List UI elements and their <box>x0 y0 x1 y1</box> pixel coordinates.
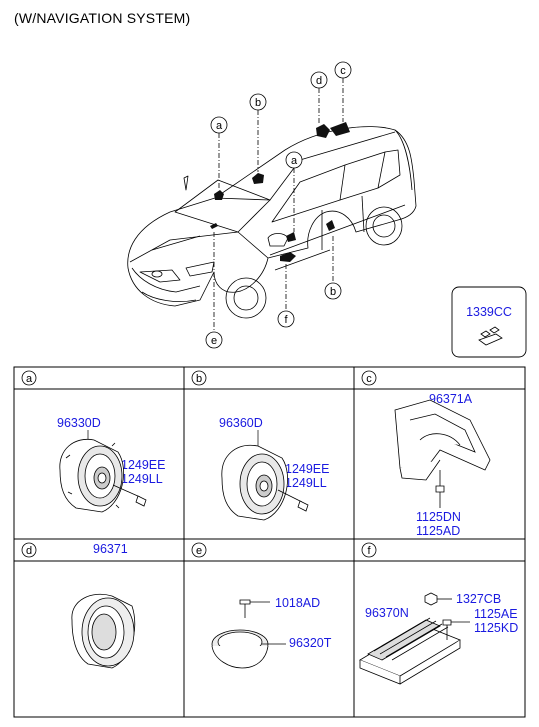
part-96360D: 96360D <box>219 416 263 430</box>
clip-part-number: 1339CC <box>466 305 512 319</box>
cell-a-letter: a <box>26 373 33 385</box>
callout-b2 <box>324 282 342 300</box>
part-1125AE: 1125AE <box>474 607 518 621</box>
cell-c-letter: c <box>366 373 372 385</box>
car-illustration <box>127 126 417 319</box>
callout-d-label: d <box>316 75 322 87</box>
marker-e <box>210 223 218 229</box>
callout-a1 <box>210 116 228 134</box>
part-1125DN: 1125DN <box>416 510 461 524</box>
cell-d-letter: d <box>26 545 32 557</box>
part-1125KD: 1125KD <box>474 621 518 635</box>
callout-a2 <box>285 151 303 169</box>
speaker-ring-icon-d <box>71 593 136 669</box>
cell-e-letter: e <box>196 545 202 557</box>
part-1249EE-b: 1249EE <box>285 462 329 476</box>
part-1018AD: 1018AD <box>275 596 320 610</box>
part-96320T: 96320T <box>289 636 332 650</box>
part-1327CB: 1327CB <box>456 592 501 606</box>
callout-a1-label: a <box>216 120 223 132</box>
screw-icon-e <box>239 599 270 618</box>
part-1249LL-a: 1249LL <box>121 472 163 486</box>
callout-a2-label: a <box>291 155 298 167</box>
bracket-icon-c <box>394 399 491 481</box>
speaker-icon-e <box>211 629 286 669</box>
callout-c-label: c <box>340 65 346 77</box>
callout-b2-label: b <box>330 286 336 298</box>
callout-f-label: f <box>284 314 288 326</box>
callout-b1-label: b <box>255 97 261 109</box>
bolt-icon-c <box>435 470 445 508</box>
leader-lines <box>213 78 344 331</box>
marker-b1 <box>252 173 264 184</box>
part-96371A: 96371A <box>429 392 473 406</box>
cell-b-letter: b <box>196 373 202 385</box>
marker-d <box>316 124 330 138</box>
clip-box: 1339CC <box>451 286 527 358</box>
cell-f-letter: f <box>367 545 371 557</box>
part-1249EE-a: 1249EE <box>121 458 165 472</box>
part-96370N: 96370N <box>365 606 409 620</box>
callout-e-label: e <box>211 335 217 347</box>
cell-f: 1327CB 96370N 1125AE 1125KD <box>359 592 518 685</box>
speaker-icon-a <box>59 438 125 513</box>
screw-icon-b <box>277 489 309 512</box>
marker-a1 <box>214 190 224 200</box>
bolt-icon-f <box>442 619 470 640</box>
marker-a2 <box>286 232 296 242</box>
marker-b2 <box>326 220 335 231</box>
callout-d <box>310 71 328 89</box>
callout-f <box>277 310 295 328</box>
marker-c <box>330 122 350 136</box>
marker-f <box>280 252 296 262</box>
callout-c <box>334 61 352 79</box>
parts-grid <box>13 366 526 718</box>
callout-e <box>205 331 223 349</box>
screw-icon-a <box>112 484 147 507</box>
cell-e: 1018AD 96320T <box>211 596 332 669</box>
part-96330D: 96330D <box>57 416 101 430</box>
speaker-markers <box>210 122 350 262</box>
speaker-icon-b <box>221 444 288 521</box>
part-96371: 96371 <box>93 542 128 556</box>
part-1249LL-b: 1249LL <box>285 476 327 490</box>
nut-icon-f <box>424 592 452 606</box>
cell-c: 96371A 1125DN 1125AD <box>394 392 491 538</box>
amplifier-icon-f <box>359 617 461 685</box>
clip-icon <box>478 326 503 346</box>
callouts <box>205 61 352 349</box>
callout-b1 <box>249 93 267 111</box>
cell-d: 96371 <box>71 542 136 669</box>
cell-b: 96360D 1249EE 1249LL <box>219 416 329 521</box>
diagram-title: (W/NAVIGATION SYSTEM) <box>14 10 191 26</box>
cell-a: 96330D 1249EE 1249LL <box>57 416 165 513</box>
part-1125AD: 1125AD <box>416 524 460 538</box>
